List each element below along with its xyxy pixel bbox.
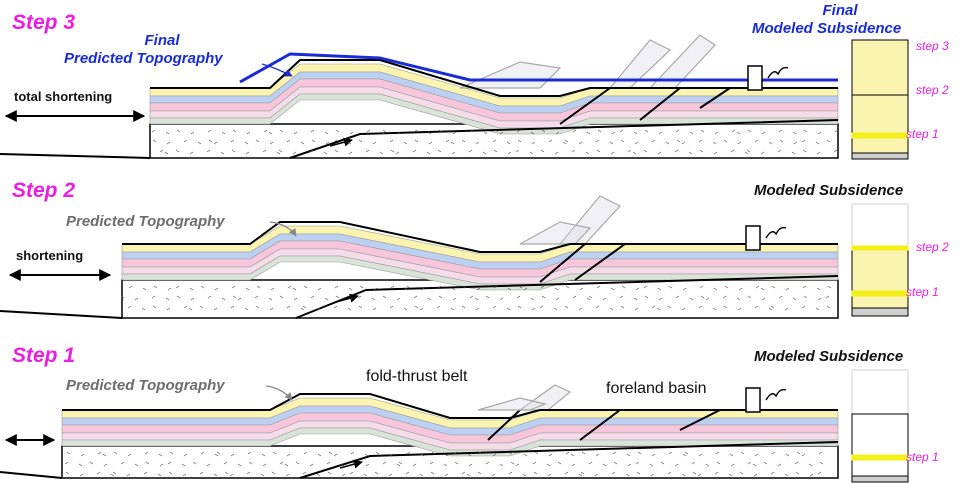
step1-basement-texture	[64, 451, 824, 477]
step2-thrust-1	[574, 243, 626, 281]
step2-topo-label: Predicted Topography	[66, 213, 225, 230]
step3-title: Step 3	[12, 11, 76, 34]
step1-main-thrust	[299, 441, 839, 479]
step3-col-label-3: step 3	[916, 39, 949, 53]
step1-basin-label: foreland basin	[606, 380, 707, 397]
step1-segment-3	[851, 475, 909, 483]
step3-shortening-label: total shortening	[14, 89, 113, 104]
step3-eroded-sheet-2	[459, 61, 562, 89]
step2-segment-4	[851, 307, 909, 317]
step1-label-leader	[265, 385, 293, 401]
step3-col-label-2: step 2	[916, 83, 949, 97]
step3-segment-0	[851, 39, 909, 96]
step3-layer-4	[149, 93, 839, 135]
step2-segment-1	[851, 245, 909, 309]
step3-main-thrust	[289, 119, 839, 159]
step3-thrust-arrow	[329, 137, 353, 147]
step3-label-leader	[261, 63, 293, 77]
step2-layer-4	[121, 255, 839, 291]
step3-topography	[150, 59, 838, 97]
step1-topo-label: Predicted Topography	[66, 377, 225, 394]
step3-col-label-1: step 1	[906, 127, 939, 141]
step3-section	[0, 34, 839, 159]
step3-thrust-1	[639, 87, 681, 121]
step2-section	[0, 195, 839, 319]
step2-col-label-2: step 2	[916, 240, 949, 254]
step3-basal-detachment	[0, 153, 151, 159]
step2-label-leader	[269, 221, 297, 237]
step1-basal-detachment	[0, 471, 63, 479]
step3-modeled-sub-label: Modeled Subsidence	[752, 20, 902, 37]
step1-well-box	[745, 387, 761, 413]
step2-thrust-0	[539, 243, 586, 283]
step1-belt-label: fold-thrust belt	[366, 368, 468, 385]
step3-thrust-0	[559, 87, 611, 125]
step1-layer-4	[61, 427, 839, 457]
step1-segment-2	[851, 454, 909, 461]
step3-column	[851, 39, 909, 160]
step3-segment-3	[851, 152, 909, 160]
step2-segment-3	[851, 290, 909, 297]
step3-well-squiggle	[767, 66, 789, 79]
step2-thrust-arrow	[335, 293, 359, 303]
step1-col-label-1: step 1	[906, 450, 939, 464]
step1-subsidence-title: Modeled Subsidence	[754, 348, 904, 365]
step3-final-sub-label: Final	[822, 2, 858, 19]
step1-segment-0	[851, 369, 909, 415]
step1-eroded-sheet-1	[477, 397, 547, 411]
step1-segment-1	[851, 413, 909, 477]
step3-segment-2	[851, 132, 909, 139]
step1-topography	[62, 393, 838, 419]
step3-thrust-2	[699, 87, 731, 109]
step2-eroded-sheet-1	[519, 221, 592, 245]
step2-segment-2	[851, 245, 909, 251]
step3-final-topography	[239, 52, 838, 84]
step2-well-squiggle	[765, 226, 787, 239]
step2-segment-0	[851, 203, 909, 247]
step2-basal-detachment	[0, 310, 123, 319]
step1-column	[851, 369, 909, 483]
step2-subsidence-title: Modeled Subsidence	[754, 182, 904, 199]
step3-final-label: Final	[144, 32, 180, 49]
step1-thrust-0	[487, 409, 521, 441]
step1-thrust-2	[679, 409, 721, 431]
step1-thrust-1	[579, 409, 621, 441]
step1-well-squiggle	[765, 388, 787, 401]
step2-well-box	[745, 225, 761, 251]
step2-col-label-1: step 1	[906, 285, 939, 299]
step2-basement-texture	[120, 285, 832, 311]
step1-section	[0, 384, 839, 479]
step2-column	[851, 203, 909, 317]
step1-thrust-arrow	[339, 459, 363, 469]
step3-segment-1	[851, 94, 909, 154]
step2-shortening-label: shortening	[16, 248, 84, 263]
step3-final-topo-label: Predicted Topography	[64, 50, 223, 67]
step2-title: Step 2	[12, 179, 76, 202]
step1-title: Step 1	[12, 344, 76, 367]
step2-topography	[122, 221, 838, 253]
step3-well-box	[747, 65, 763, 91]
step3-basement-texture	[151, 129, 839, 155]
